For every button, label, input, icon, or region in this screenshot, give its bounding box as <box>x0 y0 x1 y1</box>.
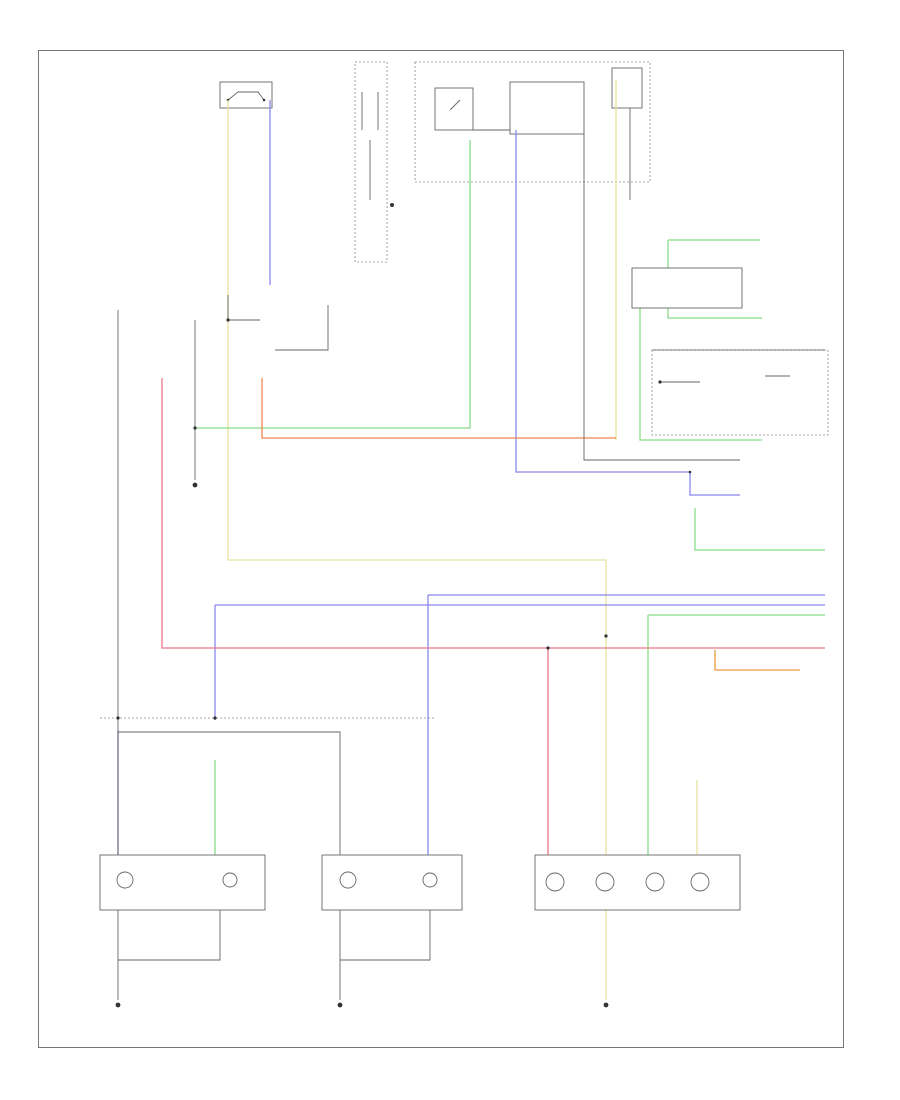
green-wire-relay <box>195 140 471 429</box>
gray-wire-ground-center <box>340 905 431 961</box>
combination-switch-box <box>219 81 273 109</box>
junction-dot <box>193 426 197 430</box>
wire-blue <box>117 100 825 855</box>
blue-wire-branch <box>689 472 740 496</box>
ground-point-right <box>603 1002 609 1008</box>
fuse-block-top <box>354 61 394 263</box>
gray-wire-lamp-left <box>118 731 341 855</box>
junction-dot <box>213 716 217 720</box>
switch-block-outline <box>651 349 829 436</box>
top-switch-group <box>219 81 273 109</box>
connector-dot <box>390 203 394 207</box>
junction-dot <box>688 470 692 474</box>
green-wire-lamp <box>647 614 825 855</box>
junction-dot <box>604 634 608 638</box>
relay-right <box>509 81 585 135</box>
switch-lines <box>660 375 790 383</box>
fuse-block-outline <box>354 61 388 263</box>
wire-yellow <box>227 80 698 1000</box>
yellow-wire <box>227 100 607 1000</box>
junction-dot <box>658 380 662 384</box>
bulb-icon <box>595 872 615 892</box>
bulb-icon <box>690 872 710 892</box>
bulb-icon <box>116 871 134 889</box>
relay-internal <box>449 99 510 131</box>
junction-dot <box>116 716 120 720</box>
fuse-leads <box>361 92 379 130</box>
lamp-housing-right <box>534 854 741 911</box>
lamp-right <box>534 854 741 911</box>
orange-wire <box>261 378 616 439</box>
wire-gray <box>100 108 825 1000</box>
green-wire-lower-right <box>694 508 825 551</box>
gray-wire-relay-right <box>583 130 740 461</box>
bulb-icon <box>339 871 357 889</box>
junction-dot <box>226 318 230 322</box>
junction-dot <box>262 98 266 102</box>
relay-left <box>434 87 474 131</box>
lamp-housing-center <box>321 854 463 911</box>
lamp-left <box>99 854 266 911</box>
wire-green <box>195 140 825 855</box>
bulb-icon <box>422 872 438 888</box>
blue-wire-relay <box>515 130 690 473</box>
grounds <box>115 482 609 1008</box>
junction-dot <box>546 646 550 650</box>
orange-wire-lower <box>714 650 800 671</box>
gray-wire-switch-2 <box>275 305 329 351</box>
bulb-icon <box>645 872 665 892</box>
pink-wire <box>161 378 825 649</box>
switch-contact <box>227 91 265 101</box>
wire-orange <box>261 378 800 671</box>
lamp-center <box>321 854 463 911</box>
relay-box-top <box>414 61 651 183</box>
ground-point-left <box>115 1002 121 1008</box>
ground-point-upper <box>192 482 198 488</box>
ground-point-center <box>337 1002 343 1008</box>
green-wire-right-loop <box>667 240 762 319</box>
gray-wire-switch <box>227 295 260 321</box>
fuse-right <box>611 67 643 109</box>
right-connectors <box>631 267 829 474</box>
junctions <box>116 318 608 720</box>
wire-pink <box>161 378 825 855</box>
relay-box-outline <box>414 61 651 183</box>
green-wire-right <box>639 300 762 441</box>
connector-block <box>631 267 743 309</box>
diagram-frame <box>38 50 844 1048</box>
gray-wire-ground-left <box>118 905 221 961</box>
lamp-housing-left <box>99 854 266 911</box>
bulb-icon <box>222 872 238 888</box>
bulb-icon <box>545 872 565 892</box>
